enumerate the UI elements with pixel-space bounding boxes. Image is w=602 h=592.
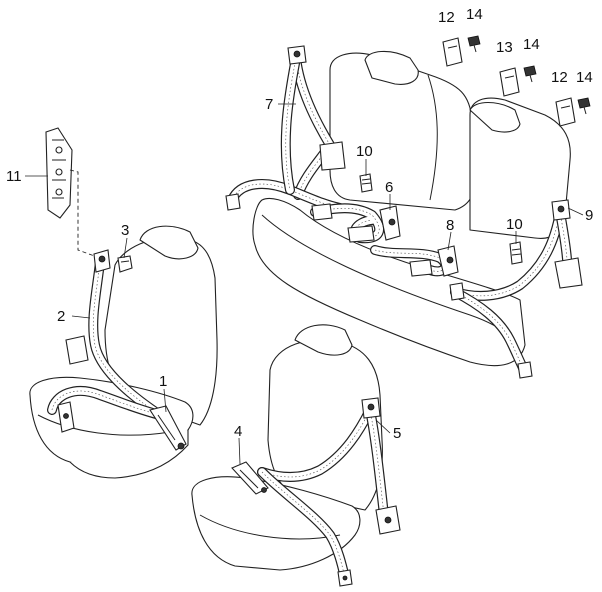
front-left-buckle <box>149 405 187 451</box>
screw-14-lower <box>577 97 591 115</box>
callout-12-lower: 12 <box>551 69 568 86</box>
front-right-buckle <box>231 461 269 495</box>
callout-1: 1 <box>159 373 167 390</box>
callout-8: 8 <box>446 217 454 234</box>
callout-5: 5 <box>393 425 401 442</box>
belt-guide-clip <box>117 255 133 273</box>
callout-10-upper: 10 <box>356 143 373 160</box>
callout-2: 2 <box>57 308 65 325</box>
anchor-bolt-right <box>509 241 523 265</box>
callout-14-upper: 14 <box>466 6 483 23</box>
rear-bench-seat <box>252 50 571 367</box>
callout-9: 9 <box>585 207 593 224</box>
screw-14-middle <box>523 65 537 83</box>
anchor-bolt-upper <box>359 173 373 193</box>
front-right-seat-belt-assembly <box>257 397 401 587</box>
leader-lines <box>25 103 584 465</box>
callout-11: 11 <box>6 168 22 185</box>
callout-12-upper: 12 <box>438 9 455 26</box>
callout-3: 3 <box>121 222 129 239</box>
cover-13 <box>499 67 520 97</box>
callout-6: 6 <box>385 179 393 196</box>
rear-right-seat-belt-assembly <box>449 199 583 379</box>
front-left-seat <box>29 225 218 479</box>
pillar-adjuster-bracket <box>45 127 101 259</box>
callout-7: 7 <box>265 96 273 113</box>
screw-14-upper <box>467 35 481 53</box>
front-right-seat <box>191 324 383 571</box>
callout-13: 13 <box>496 39 513 56</box>
callout-14-middle: 14 <box>523 36 540 53</box>
front-left-seat-belt-assembly <box>47 249 165 433</box>
rear-center-buckle-6 <box>379 205 401 241</box>
cover-12-lower <box>555 97 576 127</box>
callout-labels: 1 2 3 4 5 6 7 8 9 10 10 11 12 12 13 14 1… <box>6 6 593 442</box>
rear-left-seat-belt-assembly <box>225 45 346 213</box>
cover-12-upper <box>442 37 463 67</box>
callout-4: 4 <box>234 423 242 440</box>
callout-10-right: 10 <box>506 216 523 233</box>
callout-14-lower: 14 <box>576 69 593 86</box>
